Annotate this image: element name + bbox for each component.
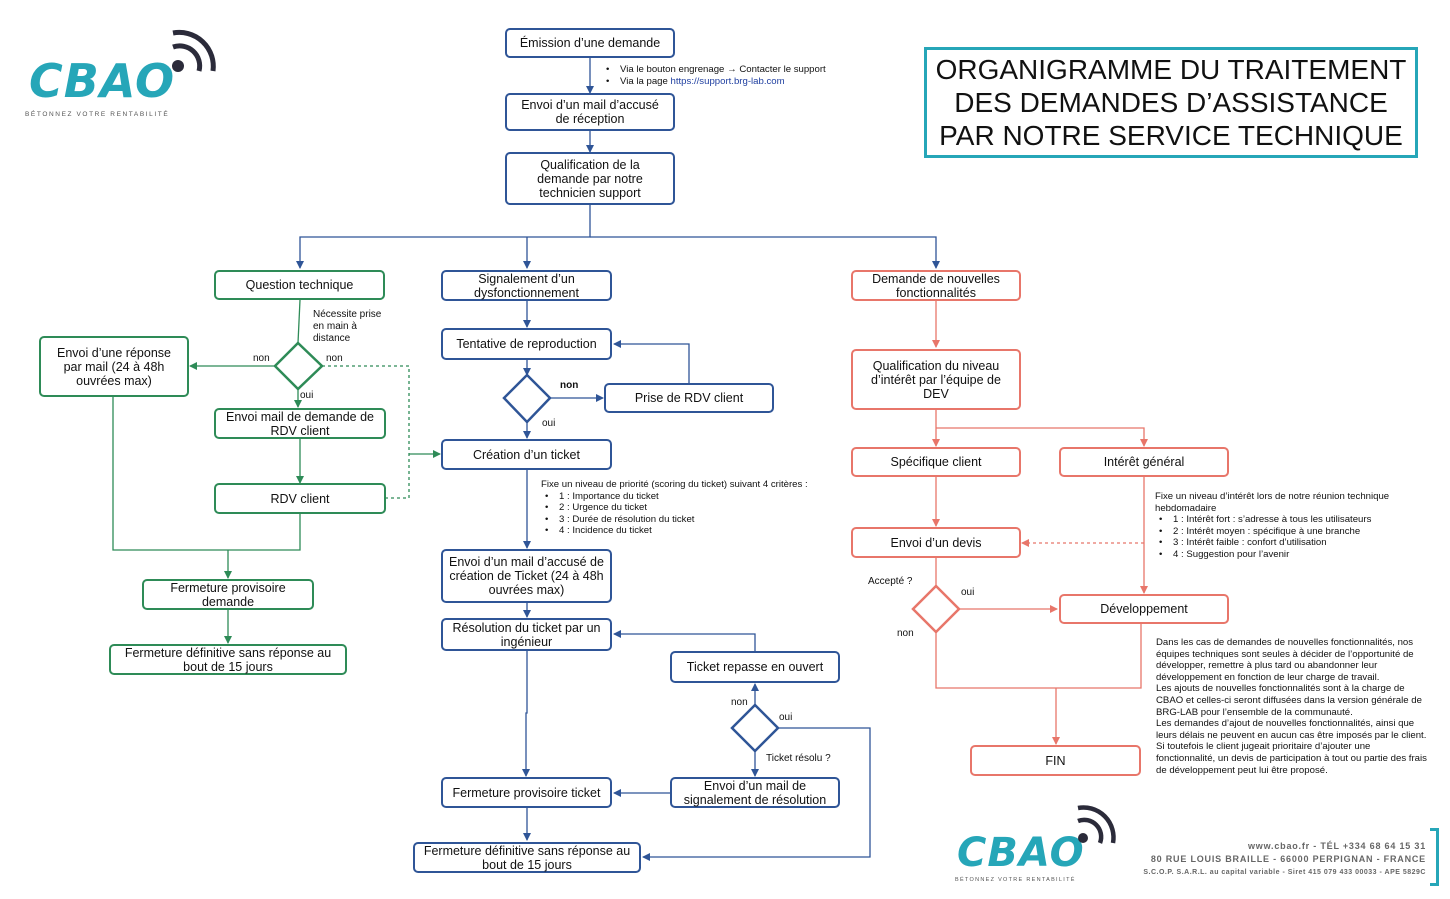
label-accepte: Accepté ?	[868, 576, 913, 587]
logo-brand: CBAO	[957, 830, 1085, 876]
note-priorite-item: 3 : Durée de résolution du ticket	[545, 514, 841, 526]
decision-diamond-ticket-resolu	[730, 703, 780, 753]
node-emission: Émission d’une demande	[505, 28, 675, 58]
node-ticket-repasse: Ticket repasse en ouvert	[670, 651, 840, 683]
label-oui-3: oui	[779, 712, 793, 723]
node-fermeture-provisoire-demande: Fermeture provisoire demande	[142, 579, 314, 610]
note-paragraph-3: Les demandes d’ajout de nouvelles foncti…	[1156, 718, 1427, 741]
label-non-5: non	[897, 628, 914, 639]
node-tentative: Tentative de reproduction	[441, 328, 612, 360]
node-prise-rdv: Prise de RDV client	[604, 383, 774, 413]
note-priorite-item: 1 : Importance du ticket	[545, 491, 841, 503]
label-ticket-resolu: Ticket résolu ?	[766, 753, 831, 764]
note-priorite-item: 4 : Incidence du ticket	[545, 525, 841, 537]
decision-diamond-prise-en-main	[273, 341, 324, 391]
note-via-page: Via la page https://support.brg-lab.com	[606, 75, 872, 88]
node-envoi-devis: Envoi d’un devis	[851, 527, 1021, 558]
logo-bottom: CBAO BÉTONNEZ VOTRE RENTABILITÉ	[955, 800, 1125, 890]
note-priorite: Fixe un niveau de priorité (scoring du t…	[541, 479, 841, 537]
node-resolution: Résolution du ticket par un ingénieur	[441, 618, 612, 651]
label-non-4: non	[731, 697, 748, 708]
node-fermeture-definitive-2: Fermeture définitive sans réponse au bou…	[413, 842, 641, 873]
page-title: ORGANIGRAMME DU TRAITEMENT DES DEMANDES …	[924, 47, 1418, 158]
footer-line-2: 80 RUE LOUIS BRAILLE - 66000 PERPIGNAN -…	[1150, 854, 1426, 864]
logo-tagline: BÉTONNEZ VOTRE RENTABILITÉ	[25, 111, 170, 118]
label-non-3: non	[560, 380, 579, 391]
note-priorite-intro: Fixe un niveau de priorité (scoring du t…	[541, 479, 808, 490]
node-demande-fonctionnalites: Demande de nouvelles fonctionnalités	[851, 270, 1021, 301]
footer-line-1: www.cbao.fr - TÉL +334 68 64 15 31	[1247, 841, 1426, 851]
note-priorite-item: 2 : Urgence du ticket	[545, 502, 841, 514]
note-paragraph-2: Les ajouts de nouvelles fonctionnalités …	[1156, 683, 1422, 718]
logo-brand: CBAO	[29, 54, 176, 108]
logo-tagline: BÉTONNEZ VOTRE RENTABILITÉ	[955, 877, 1076, 883]
node-interet-general: Intérêt général	[1059, 447, 1229, 477]
title-line-3: PAR NOTRE SERVICE TECHNIQUE	[939, 120, 1403, 151]
node-qualification: Qualification de la demande par notre te…	[505, 152, 675, 205]
title-line-1: ORGANIGRAMME DU TRAITEMENT	[935, 54, 1407, 85]
note-interet-item: 4 : Suggestion pour l’avenir	[1159, 549, 1405, 561]
label-necessite: Nécessite prise en main à distance	[313, 309, 382, 344]
label-oui-4: oui	[961, 587, 975, 598]
node-developpement: Développement	[1059, 594, 1229, 624]
node-question-technique: Question technique	[214, 270, 385, 300]
node-envoi-accuse-ticket: Envoi d’un mail d’accusé de création de …	[441, 549, 612, 603]
footer-contact: www.cbao.fr - TÉL +334 68 64 15 31 80 RU…	[1143, 840, 1426, 879]
note-conditions: Dans les cas de demandes de nouvelles fo…	[1156, 637, 1428, 776]
label-oui-1: oui	[300, 390, 314, 401]
node-envoi-mail-resolution: Envoi d’un mail de signalement de résolu…	[670, 777, 840, 808]
node-accuse-reception: Envoi d’un mail d’accusé de réception	[505, 93, 675, 131]
node-envoi-mail-rdv: Envoi mail de demande de RDV client	[214, 408, 386, 439]
label-non-2: non	[326, 353, 343, 364]
footer-bracket	[1430, 828, 1439, 886]
note-interet: Fixe un niveau d’intérêt lors de notre r…	[1155, 491, 1405, 561]
node-signalement: Signalement d’un dysfonctionnement	[441, 270, 612, 301]
note-interet-item: 1 : Intérêt fort : s’adresse à tous les …	[1159, 514, 1405, 526]
node-specifique-client: Spécifique client	[851, 447, 1021, 477]
title-line-2: DES DEMANDES D’ASSISTANCE	[954, 87, 1388, 118]
support-link[interactable]: https://support.brg-lab.com	[670, 75, 785, 87]
note-interet-item: 3 : Intérêt faible : confort d’utilisati…	[1159, 537, 1405, 549]
note-paragraph-4: Si toutefois le client jugeait prioritai…	[1156, 741, 1427, 776]
note-interet-intro: Fixe un niveau d’intérêt lors de notre r…	[1155, 491, 1390, 514]
node-fermeture-provisoire-ticket: Fermeture provisoire ticket	[441, 777, 612, 808]
decision-diamond-reproduction	[502, 373, 552, 424]
node-rdv-client: RDV client	[214, 483, 386, 514]
node-envoi-reponse: Envoi d’une réponse par mail (24 à 48h o…	[39, 336, 189, 397]
note-via-engrenage: Via le bouton engrenage → Contacter le s…	[606, 64, 872, 76]
signal-icon	[172, 29, 216, 72]
label-oui-2: oui	[542, 418, 556, 429]
note-interet-item: 2 : Intérêt moyen : spécifique à une bra…	[1159, 526, 1405, 538]
footer-line-3: S.C.O.P. S.A.R.L. au capital variable - …	[1143, 869, 1426, 876]
node-fermeture-definitive-1: Fermeture définitive sans réponse au bou…	[109, 644, 347, 675]
decision-diamond-accepte	[911, 584, 961, 634]
signal-icon	[1077, 805, 1116, 844]
node-fin: FIN	[970, 745, 1141, 776]
note-paragraph-1: Dans les cas de demandes de nouvelles fo…	[1156, 637, 1414, 683]
note-access-support: Via le bouton engrenage → Contacter le s…	[602, 64, 872, 87]
logo-top: CBAO BÉTONNEZ VOTRE RENTABILITÉ	[25, 25, 225, 125]
node-qualification-interet: Qualification du niveau d’intérêt par l’…	[851, 349, 1021, 410]
node-creation-ticket: Création d’un ticket	[441, 439, 612, 470]
label-non-1: non	[253, 353, 270, 364]
